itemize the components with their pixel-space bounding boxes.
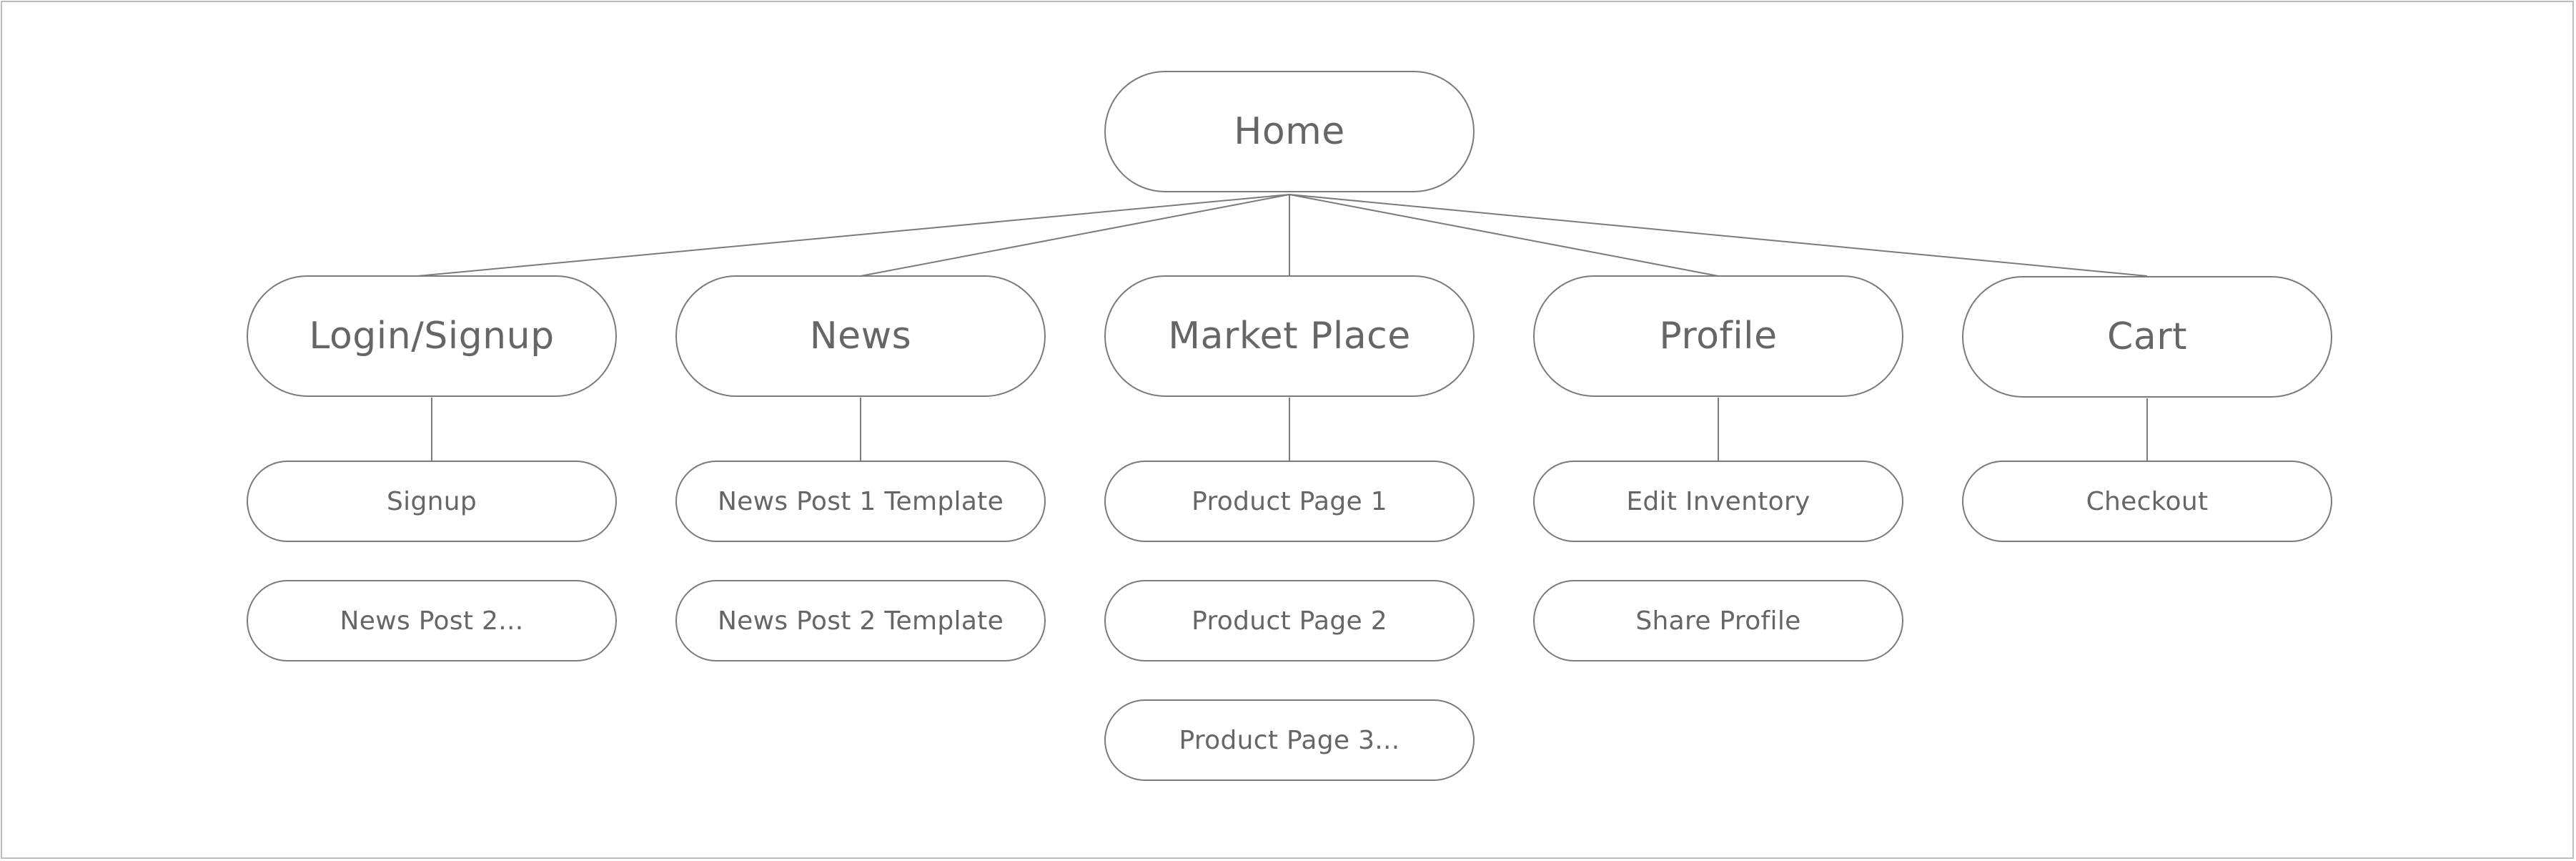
edge-home-login-signup <box>417 194 1290 277</box>
edge-home-cart <box>1289 194 2148 277</box>
node-home[interactable]: Home <box>1104 71 1475 192</box>
node-profile[interactable]: Profile <box>1533 275 1903 397</box>
node-checkout[interactable]: Checkout <box>1962 461 2332 542</box>
node-product-page-2[interactable]: Product Page 2 <box>1104 580 1475 661</box>
edge-home-news <box>860 194 1290 277</box>
edge-home-profile <box>1289 194 1719 277</box>
node-market-place[interactable]: Market Place <box>1104 275 1475 397</box>
node-product-page-1[interactable]: Product Page 1 <box>1104 461 1475 542</box>
node-news-post-1-template[interactable]: News Post 1 Template <box>675 461 1046 542</box>
node-signup[interactable]: Signup <box>247 461 617 542</box>
node-product-page-3[interactable]: Product Page 3... <box>1104 699 1475 781</box>
node-news[interactable]: News <box>675 275 1046 397</box>
node-login-signup[interactable]: Login/Signup <box>247 275 617 397</box>
node-share-profile[interactable]: Share Profile <box>1533 580 1903 661</box>
node-cart[interactable]: Cart <box>1962 276 2332 398</box>
node-news-post-2-template[interactable]: News Post 2 Template <box>675 580 1046 661</box>
node-edit-inventory[interactable]: Edit Inventory <box>1533 461 1903 542</box>
node-news-post-2-dup[interactable]: News Post 2... <box>247 580 617 661</box>
